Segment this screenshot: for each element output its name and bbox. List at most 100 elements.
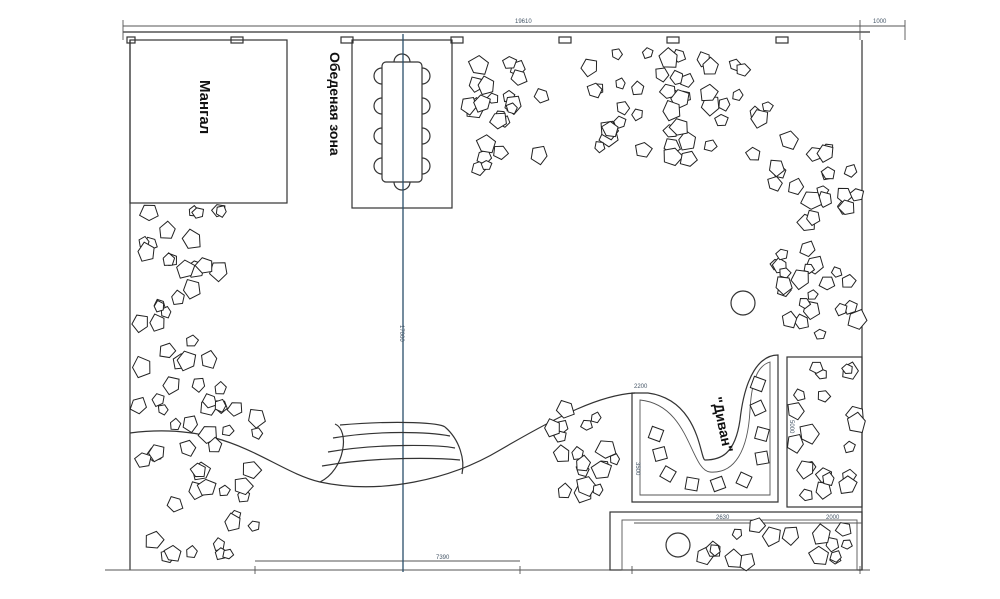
plant-icon (781, 526, 800, 547)
plant-icon (744, 146, 761, 161)
plant-icon (162, 252, 176, 266)
plant-icon (191, 377, 206, 393)
plant-icon (615, 77, 626, 90)
plant-icon (825, 536, 840, 553)
plant-icon (179, 439, 197, 457)
plant-icon (779, 130, 799, 150)
plant-icon (750, 109, 769, 129)
plant-icon (807, 545, 829, 565)
plant-icon (533, 88, 550, 104)
plant-icon (820, 166, 836, 180)
plant-icon (594, 440, 617, 459)
dim-right-strip: 5000 (788, 420, 794, 434)
plant-icon (131, 355, 151, 379)
plant-icon (194, 257, 213, 274)
plant-icon (166, 496, 184, 513)
plant-icon (779, 267, 792, 279)
plant-icon (840, 539, 853, 550)
plant-icon (669, 69, 685, 86)
plant-icon (818, 276, 836, 291)
plant-icon (467, 55, 490, 75)
plant-icon (775, 276, 793, 296)
plant-icon (224, 512, 241, 532)
dining-label: Обеденая зона (327, 52, 343, 156)
plant-icon (544, 418, 560, 438)
plant-icon (530, 145, 548, 166)
plant-icon (616, 101, 631, 116)
plant-icon (808, 361, 824, 374)
plant-icon (153, 299, 165, 313)
plant-icon (505, 102, 518, 115)
plant-icon (792, 388, 806, 402)
plant-icon (714, 113, 729, 127)
plant-icon (133, 452, 152, 468)
plant-icon (781, 310, 798, 329)
plant-icon (822, 471, 835, 487)
plant-icon (841, 363, 853, 374)
plant-icon (247, 520, 260, 532)
plant-icon (709, 544, 721, 557)
plant-icon (251, 427, 264, 440)
plant-icon (176, 259, 196, 279)
plant-icon (798, 488, 813, 502)
plant-icon (811, 523, 831, 545)
plant-icon (663, 147, 684, 167)
plant-icon (248, 408, 266, 429)
plant-icon (576, 454, 592, 472)
plant-icon (151, 393, 165, 408)
plant-icon (767, 175, 783, 192)
sofa-cushions (647, 375, 770, 493)
sofa-label: "Диван" (709, 395, 736, 454)
plant-icon (837, 187, 853, 205)
plant-icon (679, 150, 698, 167)
bbq-label: Мангал (196, 80, 213, 134)
plant-icon (460, 96, 477, 116)
plant-icon (775, 248, 789, 261)
dim-bottom-left: 7390 (436, 555, 450, 561)
plant-icon (749, 517, 767, 533)
plant-icon (807, 289, 819, 300)
plant-icon (793, 313, 809, 330)
plant-icon (182, 415, 199, 434)
plant-icon (186, 544, 198, 558)
plant-icon (799, 423, 820, 445)
bottom-tree (665, 532, 691, 558)
bottom-bed: 2630 2000 (609, 511, 863, 571)
lawn-tree (730, 290, 756, 316)
plant-icon (149, 313, 165, 332)
plant-icon (209, 262, 228, 283)
plant-icon (843, 164, 858, 178)
plant-icon (222, 548, 235, 560)
plant-icon (761, 101, 774, 112)
plant-icon (234, 477, 254, 496)
plant-icon (162, 376, 180, 396)
plant-icon (580, 58, 598, 78)
plant-icon (834, 302, 848, 317)
plant-icon (846, 411, 866, 434)
plant-icon (555, 399, 575, 419)
plant-icon (594, 141, 606, 154)
plant-icon (736, 63, 752, 77)
dim-top-total: 19610 (515, 19, 532, 25)
plant-icon (590, 411, 602, 424)
top-dimension-rail: 19610 1000 (122, 19, 906, 44)
plant-icon (788, 177, 805, 196)
plant-icon (658, 47, 678, 68)
plant-icon (163, 544, 182, 562)
plant-icon (197, 426, 217, 445)
bbq-zone: Мангал (129, 39, 288, 204)
plant-icon (218, 484, 231, 497)
plant-icon (171, 289, 185, 306)
plant-icon (837, 199, 855, 216)
plant-icon (662, 99, 681, 122)
plant-icon (557, 482, 573, 499)
plant-icon (829, 550, 842, 563)
plant-icon (196, 478, 217, 496)
dim-top-right: 1000 (873, 19, 887, 25)
plant-icon (214, 380, 227, 395)
plant-icon (817, 390, 832, 403)
plant-icon (800, 191, 823, 210)
plant-icon (847, 308, 868, 330)
plant-icon (813, 328, 827, 340)
